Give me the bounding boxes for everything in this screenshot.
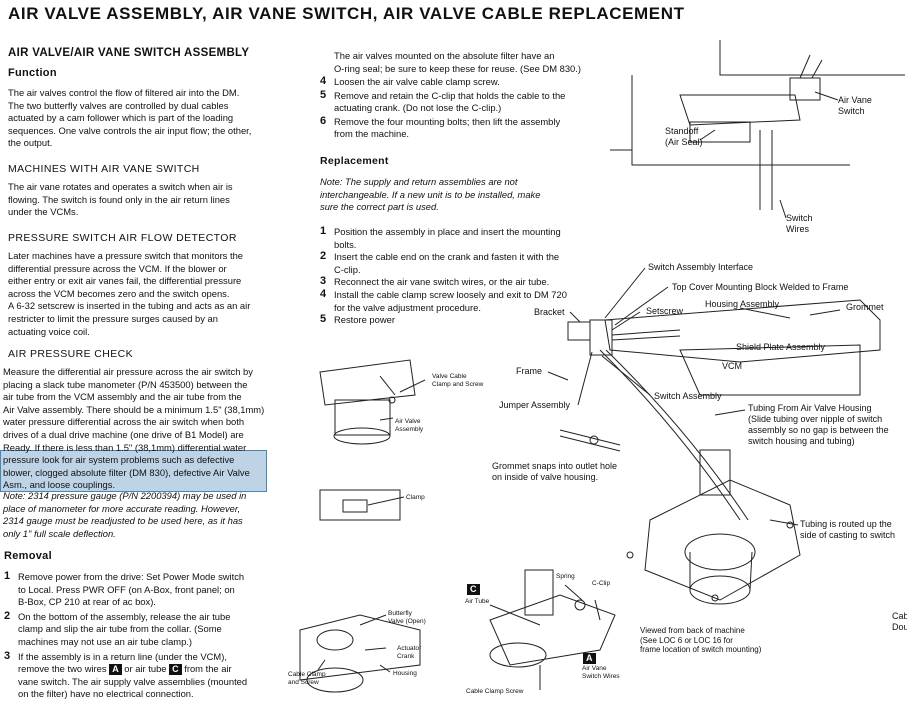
replacement-step-5: 5 Restore power <box>320 313 395 326</box>
butterfly-valve-drawing <box>299 614 421 693</box>
label-air-vane-switch-wires: Air Vane Switch Wires <box>582 665 620 680</box>
removal-heading: Removal <box>4 550 52 562</box>
label-actuator-crank: Actuator Crank <box>397 645 422 660</box>
removal-step-4: 4 Loosen the air valve cable clamp screw… <box>320 75 500 87</box>
replacement-step-2: 2 Insert the cable end on the crank and … <box>320 250 560 275</box>
callout-a-diagram: A <box>583 653 596 664</box>
removal-step-6: 6 Remove the four mounting bolts; then l… <box>320 114 561 140</box>
replacement-steps: 1 Position the assembly in place and ins… <box>320 225 567 327</box>
replacement-step-3: 3 Reconnect the air vane switch wires, o… <box>320 275 550 288</box>
label-viewed-from: Viewed from back of machine (See LOC 6 o… <box>640 626 762 654</box>
removal-step-3: 3 If the assembly is in a return line (u… <box>4 649 248 700</box>
exploded-view-drawing <box>489 569 616 690</box>
label-cut-off: Cab Dou <box>892 611 907 632</box>
removal-steps: 1 Remove power from the drive: Set Power… <box>4 570 266 701</box>
label-butterfly-valve: Butterfly Valve (Open) <box>388 610 426 625</box>
callout-c-diagram: C <box>467 584 480 595</box>
selection-highlight <box>0 450 267 492</box>
air-valve-assembly-drawing <box>319 359 426 445</box>
label-switch-assembly-interface: Switch Assembly Interface <box>648 262 754 272</box>
label-bracket: Bracket <box>534 307 565 317</box>
label-housing: Housing <box>393 670 417 677</box>
label-grommet-snaps: Grommet snaps into outlet hole on inside… <box>492 461 618 482</box>
label-standoff: Standoff (Air Seal) <box>665 126 703 147</box>
label-valve-cable-clamp: Valve Cable Clamp and Screw <box>432 373 484 388</box>
pressure-text: Later machines have a pressure switch th… <box>8 250 251 337</box>
section-heading: AIR VALVE/AIR VANE SWITCH ASSEMBLY <box>8 47 250 59</box>
machines-text: The air vane rotates and operates a swit… <box>8 181 233 218</box>
replacement-note: Note: The supply and return assemblies a… <box>320 176 541 213</box>
replacement-step-4: 4 Install the cable clamp screw loosely … <box>320 287 567 313</box>
replacement-heading: Replacement <box>320 155 389 167</box>
label-tubing-routed: Tubing is routed up the side of casting … <box>800 519 896 540</box>
label-c-clip: C-Clip <box>592 580 611 587</box>
removal-step-1: 1 Remove power from the drive: Set Power… <box>4 570 245 608</box>
page-title: AIR VALVE ASSEMBLY, AIR VANE SWITCH, AIR… <box>8 4 685 23</box>
valve-housing-drawing <box>626 449 801 605</box>
machines-heading: MACHINES WITH AIR VANE SWITCH <box>8 163 200 175</box>
callout-c-box: C <box>169 664 182 676</box>
label-switch-assembly: Switch Assembly <box>654 391 722 401</box>
pressure-heading: PRESSURE SWITCH AIR FLOW DETECTOR <box>8 232 237 244</box>
clamp-drawing <box>319 489 405 521</box>
label-clamp: Clamp <box>406 494 425 501</box>
label-vcm: VCM <box>722 361 742 371</box>
air-vane-switch-drawing <box>610 40 905 219</box>
switch-assembly-drawing <box>547 267 881 521</box>
label-switch-wires: Switch Wires <box>786 213 813 234</box>
label-setscrew: Setscrew <box>646 306 684 316</box>
function-heading: Function <box>8 67 57 79</box>
label-air-tube: Air Tube <box>465 598 490 605</box>
label-jumper-assembly: Jumper Assembly <box>499 400 571 410</box>
check-text: Measure the differential air pressure ac… <box>3 366 265 491</box>
callout-a-box: A <box>109 664 122 676</box>
removal-steps-cont: 4 Loosen the air valve cable clamp screw… <box>320 75 566 141</box>
label-cable-clamp-screw-bottom: Cable Clamp Screw <box>466 688 524 695</box>
label-housing-assembly: Housing Assembly <box>705 299 780 309</box>
note-text: Note: 2314 pressure gauge (P/N 2200394) … <box>3 490 247 539</box>
removal-step-5: 5 Remove and retain the C-clip that hold… <box>320 88 566 114</box>
check-heading: AIR PRESSURE CHECK <box>8 348 134 360</box>
label-shield-plate: Shield Plate Assembly <box>736 342 826 352</box>
function-text: The air valves control the flow of filte… <box>8 87 252 149</box>
label-tubing-from: Tubing From Air Valve Housing (Slide tub… <box>748 403 889 446</box>
label-frame: Frame <box>516 366 543 376</box>
label-top-cover: Top Cover Mounting Block Welded to Frame <box>672 282 849 292</box>
label-cable-clamp-screw-left: Cable Clamp and Screw <box>288 671 326 686</box>
label-grommet: Grommet <box>846 302 884 312</box>
replacement-step-1: 1 Position the assembly in place and ins… <box>320 225 561 250</box>
intro-text: The air valves mounted on the absolute f… <box>334 50 581 74</box>
removal-step-2: 2 On the bottom of the assembly, release… <box>4 609 231 647</box>
label-air-valve-assembly: Air Valve Assembly <box>395 418 424 433</box>
label-spring: Spring <box>556 573 575 580</box>
label-air-vane-switch: Air Vane Switch <box>838 95 872 116</box>
